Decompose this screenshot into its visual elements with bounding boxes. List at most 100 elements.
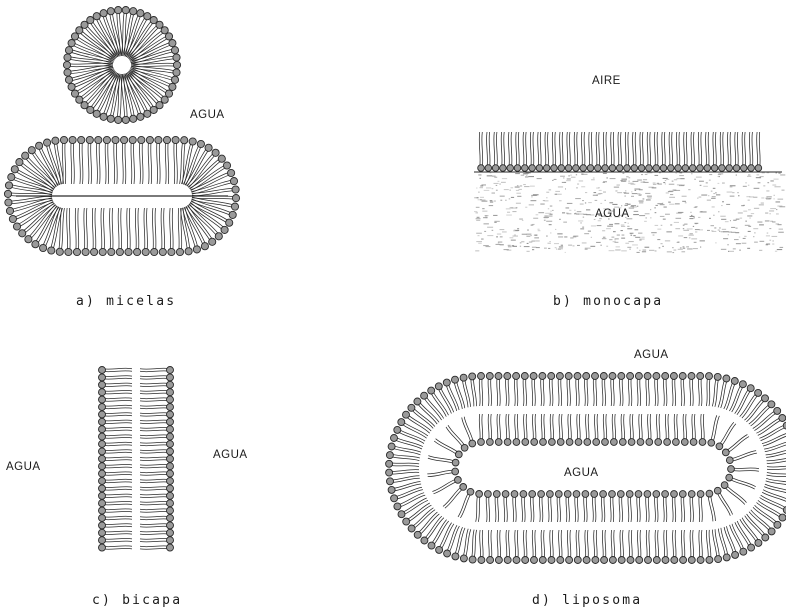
lipid-head bbox=[63, 61, 70, 68]
water-speckle bbox=[695, 223, 699, 224]
water-speckle bbox=[580, 222, 582, 223]
water-speckle bbox=[745, 221, 747, 222]
water-speckle bbox=[780, 247, 784, 248]
water-speckle bbox=[478, 243, 482, 244]
water-speckle bbox=[748, 185, 749, 186]
water-speckle bbox=[751, 213, 754, 214]
water-speckle bbox=[770, 208, 776, 209]
lipid-tail bbox=[712, 530, 716, 560]
water-speckle bbox=[689, 235, 694, 236]
lipid-head bbox=[522, 439, 529, 446]
water-speckle bbox=[555, 191, 560, 192]
water-speckle bbox=[639, 189, 643, 190]
lipid-monolayer bbox=[474, 132, 782, 172]
water-speckle bbox=[510, 207, 514, 208]
water-speckle bbox=[574, 210, 576, 211]
lipid-tail bbox=[140, 413, 170, 414]
water-speckle bbox=[512, 245, 514, 246]
lipid-head bbox=[99, 529, 106, 536]
lipid-tail bbox=[557, 494, 558, 522]
water-speckle bbox=[600, 203, 602, 204]
lipid-tail bbox=[518, 132, 519, 168]
lipid-tail bbox=[648, 376, 649, 406]
water-speckle bbox=[758, 182, 761, 183]
lipid-tail bbox=[102, 437, 132, 438]
lipid-tail bbox=[102, 534, 132, 535]
lipid-tail bbox=[568, 414, 569, 442]
lipid-tail bbox=[541, 530, 542, 560]
water-speckle bbox=[645, 217, 647, 218]
bilayer-water-right-label: AGUA bbox=[213, 449, 248, 461]
lipid-tail bbox=[701, 376, 702, 406]
lipid-tail bbox=[692, 376, 693, 406]
lipid-tail bbox=[603, 132, 604, 168]
water-speckle bbox=[734, 239, 739, 240]
water-speckle bbox=[754, 188, 760, 189]
lipid-head bbox=[487, 439, 494, 446]
lipid-tail bbox=[655, 376, 656, 406]
water-speckle bbox=[687, 228, 693, 229]
lipid-head bbox=[635, 373, 642, 380]
lipid-tail bbox=[684, 132, 685, 168]
lipid-tail bbox=[589, 132, 590, 168]
lipid-tail bbox=[474, 530, 477, 560]
water-speckle bbox=[478, 235, 480, 236]
water-speckle bbox=[765, 198, 767, 199]
lipid-tail bbox=[655, 494, 656, 522]
water-speckle bbox=[504, 189, 509, 190]
lipid-head bbox=[573, 491, 580, 498]
water-speckle bbox=[515, 173, 520, 174]
water-speckle bbox=[774, 198, 775, 199]
water-speckle bbox=[487, 235, 493, 236]
water-speckle bbox=[774, 179, 779, 180]
lipid-head bbox=[461, 444, 468, 451]
lipid-head bbox=[209, 238, 216, 245]
lipid-head bbox=[653, 373, 660, 380]
water-speckle bbox=[613, 231, 616, 232]
water-speckle bbox=[565, 188, 566, 189]
water-speckle bbox=[494, 221, 499, 222]
lipid-head bbox=[726, 165, 733, 172]
lipid-tail bbox=[157, 140, 158, 184]
lipid-tail bbox=[102, 390, 132, 391]
lipid-tail bbox=[427, 470, 455, 474]
water-speckle bbox=[748, 200, 750, 201]
lipid-head bbox=[681, 439, 688, 446]
lipid-head bbox=[616, 165, 623, 172]
water-speckle bbox=[480, 185, 483, 186]
water-speckle bbox=[700, 247, 701, 248]
water-speckle bbox=[483, 245, 489, 246]
lipid-head bbox=[403, 518, 410, 525]
lipid-head bbox=[36, 142, 43, 149]
lipid-head bbox=[167, 537, 174, 544]
lipid-head bbox=[173, 69, 180, 76]
lipid-tail bbox=[508, 376, 509, 406]
lipid-tail bbox=[497, 530, 498, 560]
water-speckle bbox=[725, 221, 729, 222]
lipid-tail bbox=[540, 132, 541, 168]
water-speckle bbox=[747, 215, 752, 216]
water-speckle bbox=[623, 173, 625, 174]
lipid-head bbox=[556, 373, 563, 380]
lipid-tail bbox=[553, 414, 554, 442]
water-speckle bbox=[714, 227, 716, 228]
water-speckle bbox=[721, 205, 722, 206]
lipid-tail bbox=[438, 387, 452, 414]
water-speckle bbox=[719, 227, 721, 228]
lipid-head bbox=[478, 557, 485, 564]
lipid-tail bbox=[445, 488, 464, 508]
lipid-tail bbox=[646, 494, 647, 522]
water-speckle bbox=[621, 226, 625, 227]
lipid-tail bbox=[555, 132, 556, 168]
lipid-head bbox=[673, 439, 680, 446]
lipid-tail bbox=[628, 132, 629, 168]
water-speckle bbox=[516, 193, 521, 194]
lipid-tail bbox=[681, 376, 682, 406]
lipid-head bbox=[193, 246, 200, 253]
lipid-head bbox=[99, 522, 106, 529]
lipid-tail bbox=[140, 534, 170, 535]
water-speckle bbox=[727, 244, 729, 245]
lipid-tail bbox=[706, 132, 707, 168]
lipid-head bbox=[189, 138, 196, 145]
lipid-tail bbox=[727, 437, 749, 454]
